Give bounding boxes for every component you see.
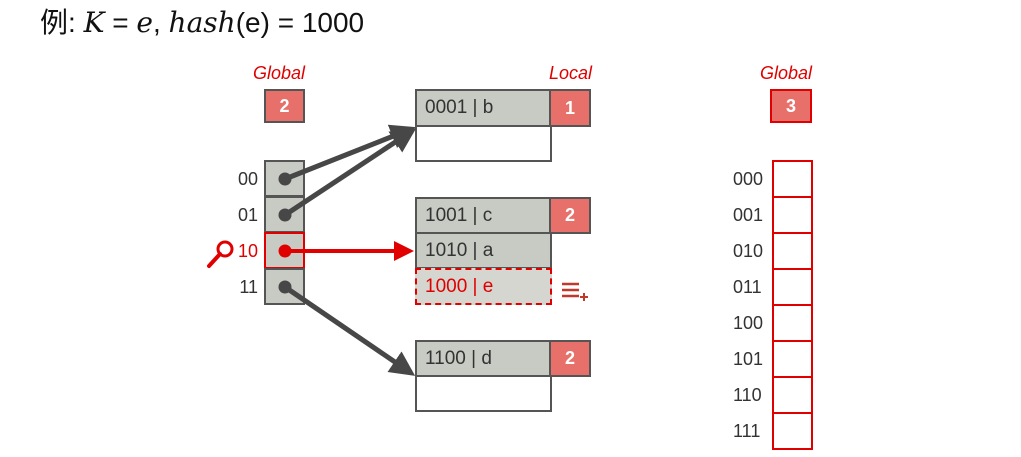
magnifier-icon [207, 240, 234, 268]
local-label: Local [549, 63, 593, 83]
bucket2-local-depth-badge: 2 [549, 197, 591, 234]
left-index-10: 10 [237, 241, 258, 261]
bucket1-local-depth-badge: 1 [549, 89, 591, 127]
formula-hash-arg: (e) [235, 7, 270, 38]
bucket1-slot-2 [415, 125, 552, 162]
bucket3-slot-2 [415, 375, 552, 412]
right-index-011: 011 [733, 277, 762, 297]
right-index-000: 000 [733, 169, 764, 189]
right-global-depth-badge: 3 [770, 89, 812, 123]
pointer-dot-01 [278, 208, 292, 222]
left-index-00: 00 [237, 169, 258, 189]
formula-key-value: e [136, 6, 153, 39]
right-dir-cell-100 [772, 304, 813, 342]
bucket2-slot-2: 1010 | a [415, 232, 552, 269]
left-index-01: 01 [237, 205, 258, 225]
right-global-label: Global [760, 63, 813, 83]
arrow-01-to-bucket1 [283, 128, 417, 218]
bucket3-local-depth-badge: 2 [549, 340, 591, 377]
bucket1-slot-1: 0001 | b [415, 89, 552, 127]
pointer-dot-00 [278, 172, 292, 186]
formula-eq1: = [104, 7, 137, 38]
bucket3-slot-1: 1100 | d [415, 340, 552, 377]
formula-hash-fn: hash [168, 6, 236, 39]
right-index-100: 100 [733, 313, 764, 333]
right-index-001: 001 [733, 205, 764, 225]
pointer-dot-10 [278, 244, 292, 258]
left-global-depth-badge: 2 [264, 89, 305, 123]
formula-hash-value: 1000 [301, 7, 365, 38]
right-index-111: 111 [733, 421, 761, 441]
right-index-101: 101 [733, 349, 764, 369]
right-dir-cell-010 [772, 232, 813, 270]
insert-entry-icon [562, 282, 588, 301]
right-dir-cell-111 [772, 412, 813, 450]
formula-prefix: 例: [40, 7, 76, 38]
right-index-110: 110 [733, 385, 762, 405]
example-formula: 例: K = e, hash(e) = 1000 [40, 9, 364, 37]
arrow-11-to-bucket3 [283, 284, 416, 376]
bucket2-overflow-entry: 1000 | e [415, 268, 552, 305]
right-dir-cell-000 [772, 160, 813, 198]
formula-key-symbol: K [83, 6, 105, 39]
bucket2-slot-1: 1001 | c [415, 197, 552, 234]
pointer-dot-11 [278, 280, 292, 294]
formula-eq2: = [269, 7, 302, 38]
formula-comma: , [152, 7, 169, 38]
left-index-11: 11 [239, 277, 258, 297]
left-global-label: Global [253, 63, 306, 83]
right-index-010: 010 [733, 241, 764, 261]
